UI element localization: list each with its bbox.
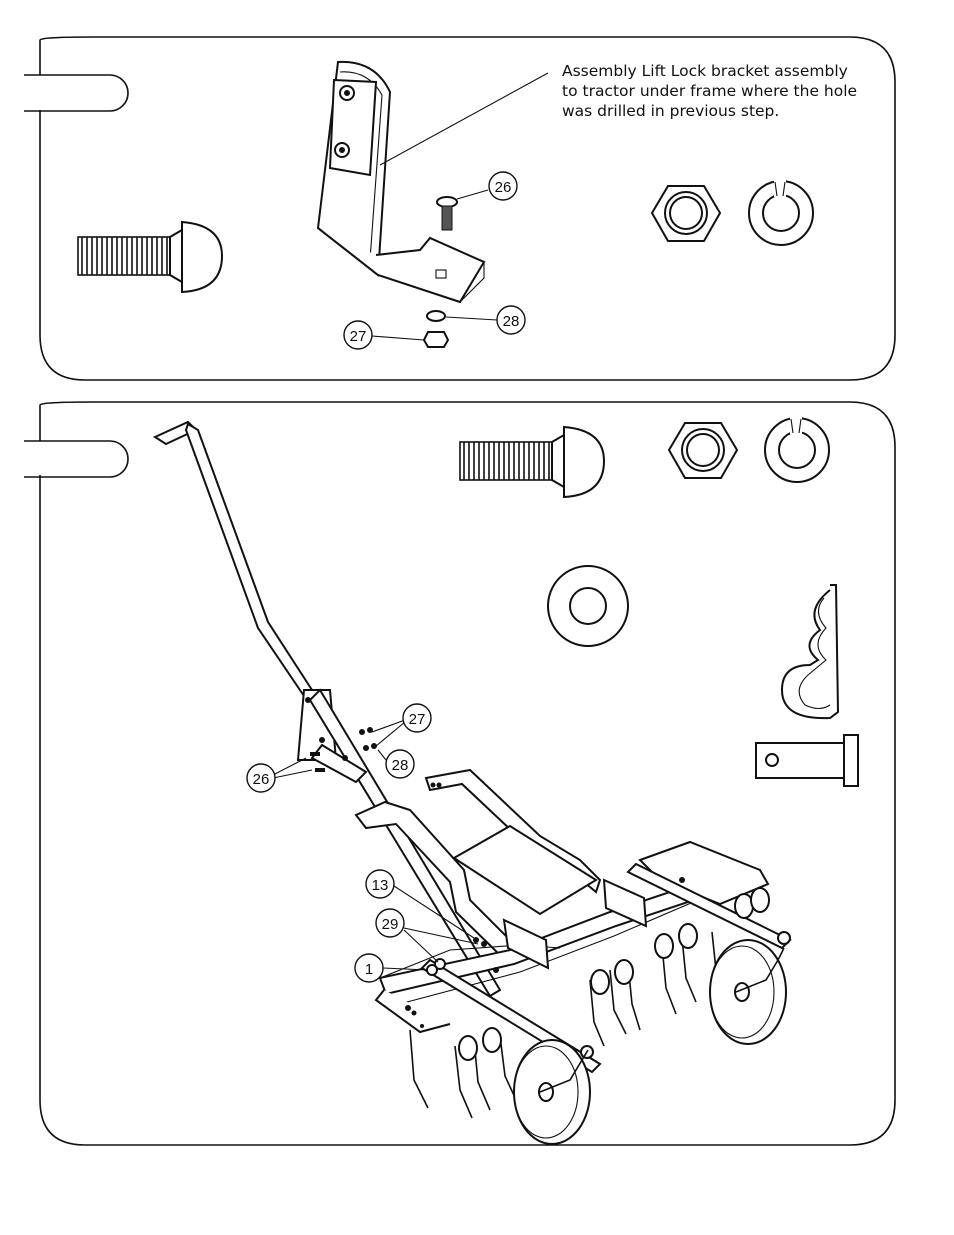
hex-nut-icon <box>650 185 722 242</box>
callout-27-step2: 27 <box>402 703 432 733</box>
callout-28-step1: 28 <box>496 305 526 335</box>
step2-tab <box>24 440 129 478</box>
bolt-26-icon <box>436 196 458 231</box>
hair-pin-clip-icon <box>780 584 840 720</box>
svg-text:29: 29 <box>382 916 399 933</box>
callout-28-step2: 28 <box>385 749 415 779</box>
carriage-bolt-icon-2 <box>459 425 606 499</box>
step1-tab <box>24 74 129 112</box>
nut-27-icon <box>422 331 450 348</box>
spring-tines <box>409 887 770 1119</box>
hex-nut-icon-2 <box>667 422 739 479</box>
lift-handle <box>152 420 502 998</box>
instruction-line-1: Assembly Lift Lock bracket assembly <box>562 62 848 80</box>
svg-text:28: 28 <box>392 757 409 774</box>
svg-text:28: 28 <box>503 313 520 330</box>
flat-washer-icon <box>547 565 629 647</box>
gauge-wheel-rear <box>709 939 787 1045</box>
callout-26-step1: 26 <box>488 171 518 201</box>
svg-text:27: 27 <box>350 328 367 345</box>
instruction-line-2: to tractor under frame where the hole <box>562 82 858 100</box>
svg-text:27: 27 <box>409 711 426 728</box>
svg-text:26: 26 <box>495 179 512 196</box>
pin-1-icon <box>426 964 438 976</box>
callout-27-step1: 27 <box>343 320 373 350</box>
cultivator-frame <box>354 768 792 1074</box>
step1-instruction: Assembly Lift Lock bracket assembly to t… <box>562 61 892 121</box>
svg-text:1: 1 <box>365 961 373 978</box>
instruction-line-3: was drilled in previous step. <box>562 102 780 120</box>
washer-28-icon <box>426 310 446 322</box>
svg-text:13: 13 <box>372 877 389 894</box>
carriage-bolt-icon <box>77 220 224 294</box>
lock-washer-icon <box>748 180 814 246</box>
callout-1: 1 <box>354 953 384 983</box>
callout-29: 29 <box>375 908 405 938</box>
callout-13: 13 <box>365 869 395 899</box>
lock-washer-icon-2 <box>764 417 830 483</box>
clevis-pin-icon <box>755 734 859 787</box>
callout-26-step2: 26 <box>246 763 276 793</box>
lift-lock-bracket <box>316 60 549 304</box>
svg-text:26: 26 <box>253 771 270 788</box>
step2-panel <box>24 401 896 1146</box>
gauge-wheel-front <box>513 1039 591 1145</box>
step1-panel <box>24 36 896 381</box>
